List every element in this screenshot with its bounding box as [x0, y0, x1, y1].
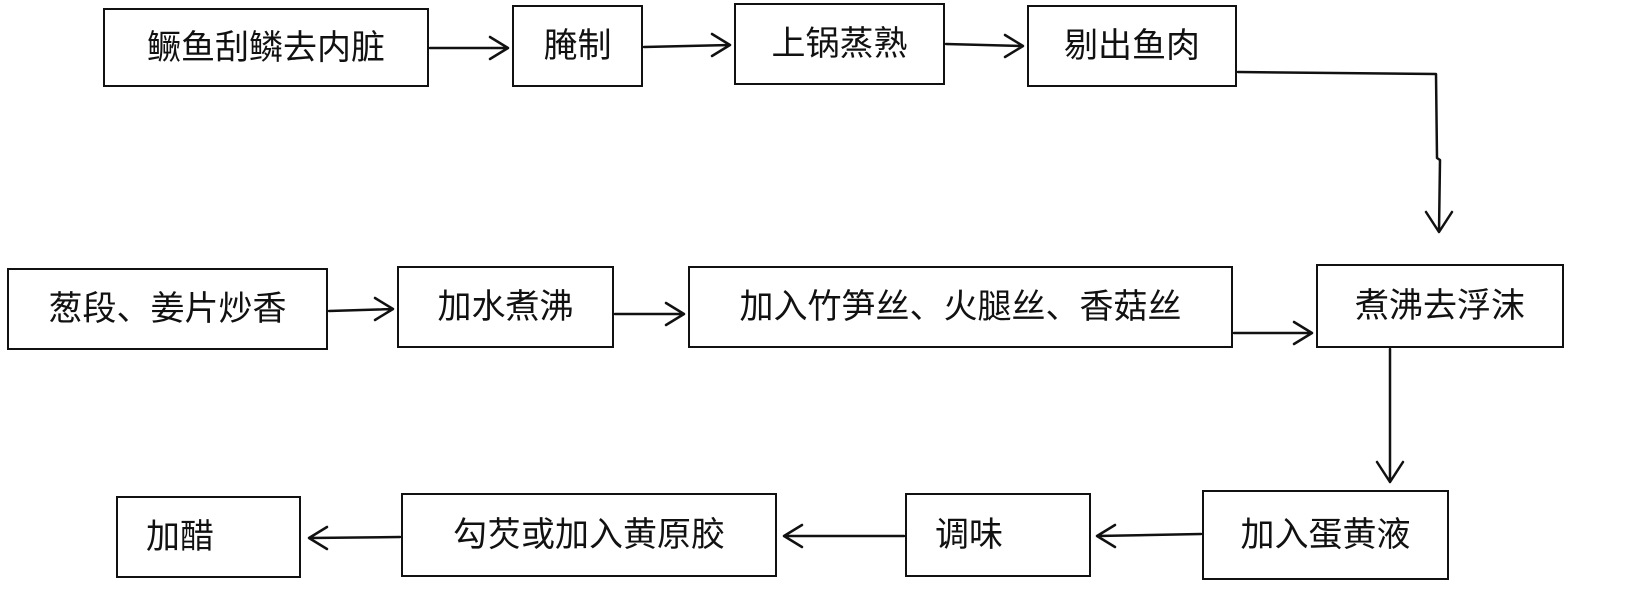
step-label: 上锅蒸熟 — [771, 24, 908, 64]
step-label: 腌制 — [543, 26, 612, 66]
step-box-thicken: 勾芡或加入黄原胶 — [401, 493, 777, 577]
step-label: 加醋 — [146, 517, 214, 557]
arrow-egg-yolk-to-season — [1095, 523, 1203, 549]
arrow-steam-to-debone — [944, 33, 1025, 59]
arrow-saute-to-add-water — [327, 296, 395, 322]
arrow-thicken-to-vinegar — [307, 525, 402, 551]
step-box-season: 调味 — [905, 493, 1091, 577]
arrow-marinate-to-steam — [642, 32, 732, 58]
arrow-boil-skim-to-egg-yolk — [1375, 347, 1405, 484]
step-box-boil-skim: 煮沸去浮沫 — [1316, 264, 1564, 348]
step-label: 葱段、姜片炒香 — [48, 289, 287, 329]
step-box-saute-aromatics: 葱段、姜片炒香 — [7, 268, 328, 350]
arrow-scale-gut-to-marinate — [428, 35, 510, 61]
arrow-debone-to-boil-skim — [1236, 70, 1454, 234]
step-label: 调味 — [935, 515, 1003, 555]
arrow-add-water-to-add-shreds — [613, 301, 686, 327]
step-box-add-water-boil: 加水煮沸 — [397, 266, 614, 348]
step-label: 勾芡或加入黄原胶 — [453, 515, 725, 555]
step-label: 鳜鱼刮鳞去内脏 — [147, 27, 385, 68]
step-box-add-shreds: 加入竹笋丝、火腿丝、香菇丝 — [688, 266, 1233, 348]
step-box-marinate: 腌制 — [512, 5, 643, 87]
step-box-steam: 上锅蒸熟 — [734, 3, 945, 85]
step-box-add-vinegar: 加醋 — [116, 496, 301, 578]
step-box-debone: 剔出鱼肉 — [1027, 5, 1237, 87]
step-label: 加入竹笋丝、火腿丝、香菇丝 — [739, 287, 1182, 327]
step-box-scale-gut: 鳜鱼刮鳞去内脏 — [103, 8, 429, 87]
step-label: 加水煮沸 — [437, 287, 574, 327]
step-label: 煮沸去浮沫 — [1355, 286, 1525, 326]
arrow-add-shreds-to-boil-skim — [1232, 320, 1314, 346]
step-box-add-egg-yolk: 加入蛋黄液 — [1202, 490, 1449, 580]
step-label: 加入蛋黄液 — [1240, 515, 1411, 555]
step-label: 剔出鱼肉 — [1064, 26, 1200, 66]
arrow-season-to-thicken — [782, 523, 906, 549]
